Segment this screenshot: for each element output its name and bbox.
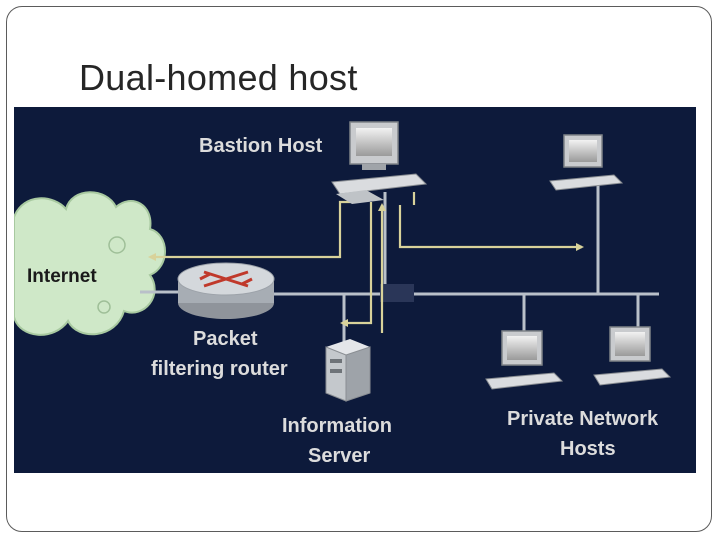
diagram-canvas: Bastion Host Internet Packet filtering r… bbox=[14, 121, 672, 467]
server-icon bbox=[325, 339, 371, 402]
computer-icon bbox=[331, 121, 428, 204]
bastion-host-label: Bastion Host bbox=[199, 135, 323, 157]
server-label-line1: Information bbox=[282, 415, 392, 437]
cloud-icon bbox=[14, 191, 166, 336]
router-icon bbox=[177, 262, 275, 319]
router-label-line2: filtering router bbox=[151, 358, 288, 380]
arrow-connectors bbox=[148, 192, 584, 333]
private-hosts-label-line2: Hosts bbox=[560, 438, 616, 460]
computer-icon bbox=[485, 330, 564, 390]
slide-title: Dual-homed host bbox=[79, 57, 358, 98]
internet-label: Internet bbox=[27, 266, 97, 287]
computer-icon bbox=[593, 326, 672, 386]
router-label-line1: Packet bbox=[193, 328, 258, 350]
network-diagram: Bastion Host Internet Packet filtering r… bbox=[14, 107, 696, 473]
private-hosts-label-line1: Private Network bbox=[507, 408, 659, 430]
computer-icon bbox=[549, 134, 624, 191]
server-label-line2: Server bbox=[308, 445, 370, 467]
